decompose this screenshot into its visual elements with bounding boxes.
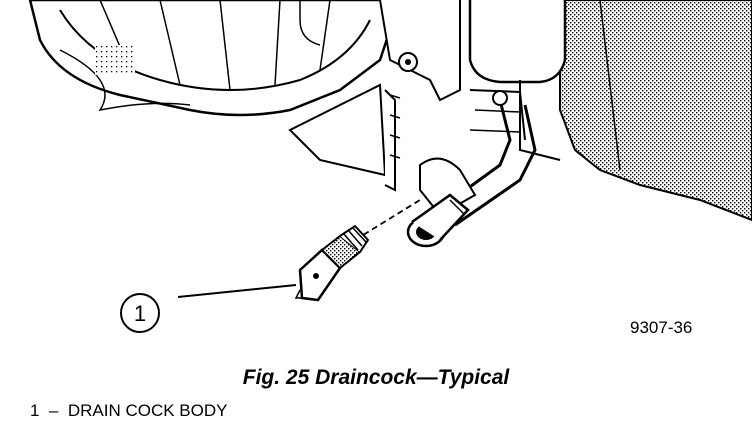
callout-number: 1 (134, 301, 146, 326)
callout-1: 1 (120, 293, 160, 333)
figure-caption: Fig. 25 Draincock—Typical (242, 366, 510, 389)
legend-label: DRAIN COCK BODY (67, 401, 228, 420)
outlet-pipe (419, 90, 537, 227)
legend-dash: – (48, 401, 59, 420)
engine-housing (28, 0, 402, 117)
legend-item: 1 – DRAIN COCK BODY (30, 401, 227, 421)
radiator-side-tank (468, 0, 567, 161)
legend-number: 1 (30, 401, 40, 420)
radiator-tank (559, 0, 752, 222)
figure-id: 9307-36 (630, 318, 693, 337)
mounting-bracket (288, 0, 461, 192)
assembly-guide-line (354, 199, 421, 241)
draincock-illustration: 1 (28, 0, 752, 333)
drain-cock-body (294, 224, 370, 302)
drain-port (406, 193, 470, 248)
callout-leader-line (177, 284, 297, 298)
